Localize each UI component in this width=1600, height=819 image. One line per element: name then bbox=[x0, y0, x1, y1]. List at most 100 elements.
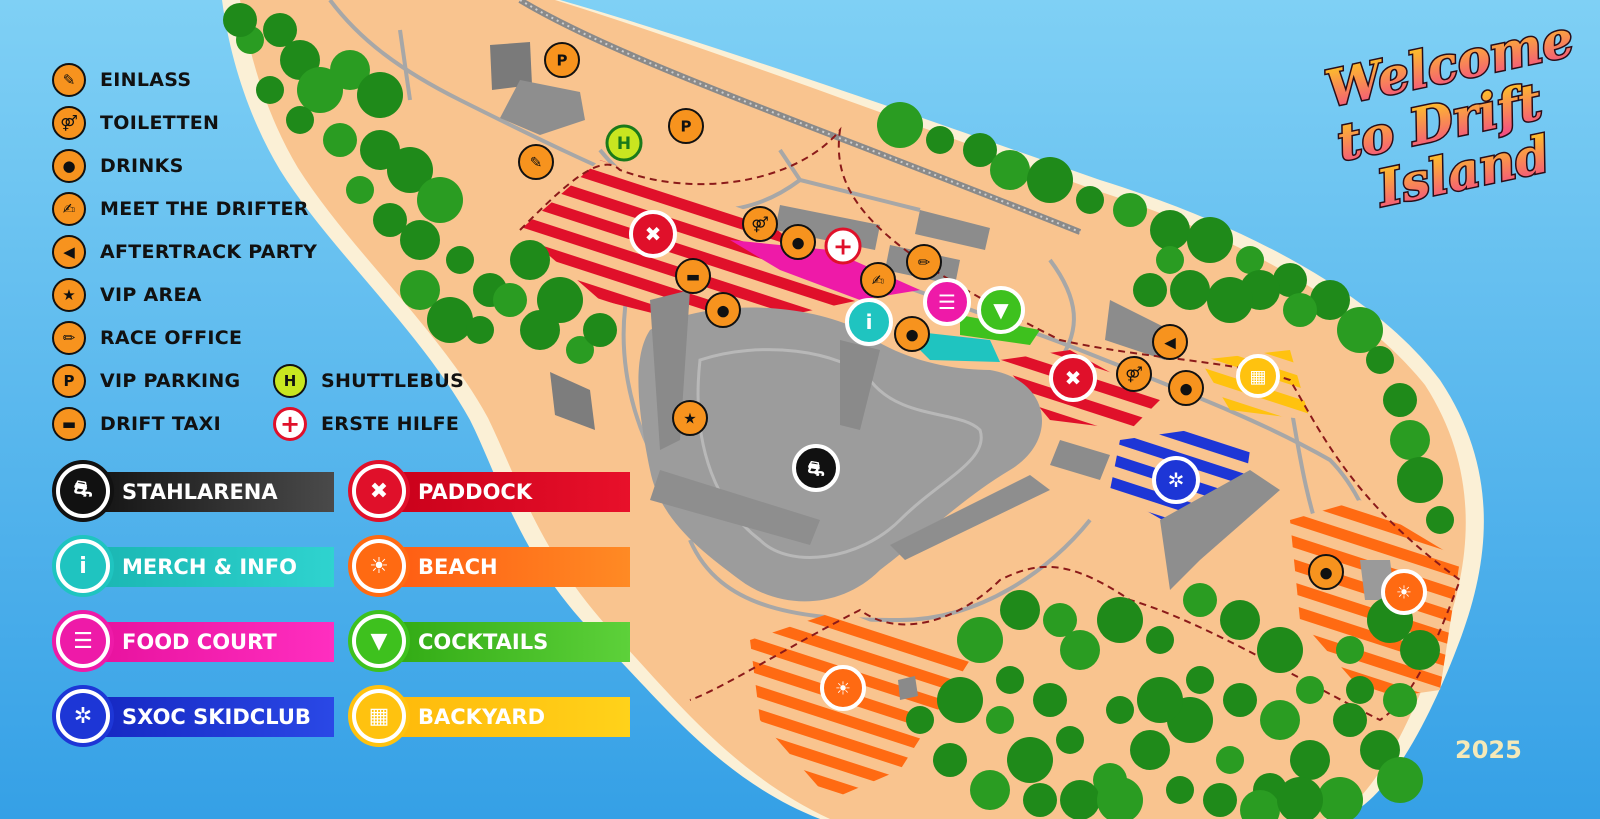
toilets-icon: ⚤ bbox=[742, 206, 778, 242]
tree bbox=[400, 270, 440, 310]
area-label: BEACH bbox=[418, 555, 498, 579]
vip-star-icon: ★ bbox=[52, 278, 86, 312]
drink-icon: ● bbox=[780, 224, 816, 260]
legend-item-vip-parking: P VIP PARKING bbox=[52, 363, 240, 399]
tree bbox=[1336, 636, 1364, 664]
area-label: PADDOCK bbox=[418, 480, 533, 504]
tree bbox=[1056, 726, 1084, 754]
tree bbox=[493, 283, 527, 317]
legend-label: DRINKS bbox=[100, 155, 184, 177]
svg-text:✖: ✖ bbox=[645, 222, 662, 246]
year-label: 2025 bbox=[1455, 736, 1522, 764]
toilets-icon: ⚤ bbox=[52, 106, 86, 140]
drink-icon: ● bbox=[52, 149, 86, 183]
tree bbox=[1130, 730, 1170, 770]
tree bbox=[1146, 626, 1174, 654]
svg-text:●: ● bbox=[1179, 379, 1192, 397]
tree bbox=[387, 147, 433, 193]
tree bbox=[996, 666, 1024, 694]
tree bbox=[926, 126, 954, 154]
legend-label: EINLASS bbox=[100, 69, 192, 91]
beach-zone-1 bbox=[750, 610, 970, 800]
area-bar bbox=[378, 697, 630, 737]
legend-item-toiletten: ⚤ TOILETTEN bbox=[52, 105, 219, 141]
tree bbox=[1337, 307, 1383, 353]
tree bbox=[346, 176, 374, 204]
tree bbox=[1007, 737, 1053, 783]
svg-text:●: ● bbox=[791, 233, 804, 251]
tree bbox=[1137, 677, 1183, 723]
backyard-icon: ▦ bbox=[1236, 354, 1280, 398]
tree bbox=[1097, 777, 1143, 819]
legend-item-drift-taxi: ▬ DRIFT TAXI bbox=[52, 406, 221, 442]
tree bbox=[417, 177, 463, 223]
tree bbox=[1133, 273, 1167, 307]
tree bbox=[1027, 157, 1073, 203]
area-badge-stahlarena: ⛐ STAHLARENA bbox=[52, 460, 334, 522]
parking-icon: P bbox=[544, 42, 580, 78]
tree bbox=[1166, 776, 1194, 804]
tree bbox=[1377, 757, 1423, 803]
tree bbox=[1043, 603, 1077, 637]
tree bbox=[1366, 346, 1394, 374]
area-bar bbox=[82, 547, 334, 587]
tshirt-icon: i bbox=[845, 298, 893, 346]
tree bbox=[1186, 666, 1214, 694]
tree bbox=[957, 617, 1003, 663]
tree bbox=[286, 106, 314, 134]
tree bbox=[986, 706, 1014, 734]
tree bbox=[1207, 277, 1253, 323]
svg-text:☀: ☀ bbox=[835, 678, 851, 699]
tree bbox=[1236, 246, 1264, 274]
parking-icon: P bbox=[52, 364, 86, 398]
area-badge-sxoc-skidclub: ✲ SXOC SKIDCLUB bbox=[52, 685, 334, 747]
tree bbox=[537, 277, 583, 323]
area-badge-cocktails: ▼ COCKTAILS bbox=[348, 610, 630, 672]
legend-label: VIP AREA bbox=[100, 284, 202, 306]
ticket-icon: ✎ bbox=[518, 144, 554, 180]
tree bbox=[1283, 293, 1317, 327]
shuttlebus-icon: H bbox=[605, 124, 643, 162]
tree bbox=[1106, 696, 1134, 724]
svg-text:P: P bbox=[557, 51, 568, 69]
legend-item-race-office: ✏ RACE OFFICE bbox=[52, 320, 242, 356]
svg-text:✏: ✏ bbox=[918, 253, 931, 271]
tree bbox=[1113, 193, 1147, 227]
tree bbox=[223, 3, 257, 37]
tree bbox=[1257, 627, 1303, 673]
tree bbox=[1033, 683, 1067, 717]
tree bbox=[1076, 186, 1104, 214]
tree bbox=[1383, 383, 1417, 417]
cocktail-icon: ▼ bbox=[348, 610, 410, 672]
tree bbox=[297, 67, 343, 113]
legend-label: AFTERTRACK PARTY bbox=[100, 241, 318, 263]
tools-icon: ✖ bbox=[1049, 354, 1097, 402]
tree bbox=[1390, 420, 1430, 460]
pencil-icon: ✏ bbox=[52, 321, 86, 355]
area-badge-merch-info: i MERCH & INFO bbox=[52, 535, 334, 597]
tree bbox=[330, 50, 370, 90]
legend-item-meet-drifter: ✍ MEET THE DRIFTER bbox=[52, 191, 309, 227]
legend-item-aftertrack: ◀ AFTERTRACK PARTY bbox=[52, 234, 317, 270]
tree bbox=[877, 102, 923, 148]
burger-icon: ☰ bbox=[52, 610, 114, 672]
tree bbox=[1023, 783, 1057, 817]
tree bbox=[1000, 590, 1040, 630]
tools-icon: ✖ bbox=[348, 460, 410, 522]
tree bbox=[1310, 280, 1350, 320]
tree bbox=[373, 203, 407, 237]
tree bbox=[1333, 703, 1367, 737]
tree bbox=[1216, 746, 1244, 774]
legend-label: ERSTE HILFE bbox=[321, 413, 460, 435]
tree bbox=[1383, 683, 1417, 717]
tree bbox=[1220, 600, 1260, 640]
area-badge-beach: ☀ BEACH bbox=[348, 535, 630, 597]
drink-icon: ● bbox=[705, 292, 741, 328]
tree bbox=[1170, 270, 1210, 310]
legend-label: TOILETTEN bbox=[100, 112, 220, 134]
beach-icon: ☀ bbox=[1381, 569, 1427, 615]
svg-text:▼: ▼ bbox=[993, 298, 1009, 322]
wheel-icon: ✲ bbox=[1152, 456, 1200, 504]
legend-item-vip-area: ★ VIP AREA bbox=[52, 277, 202, 313]
